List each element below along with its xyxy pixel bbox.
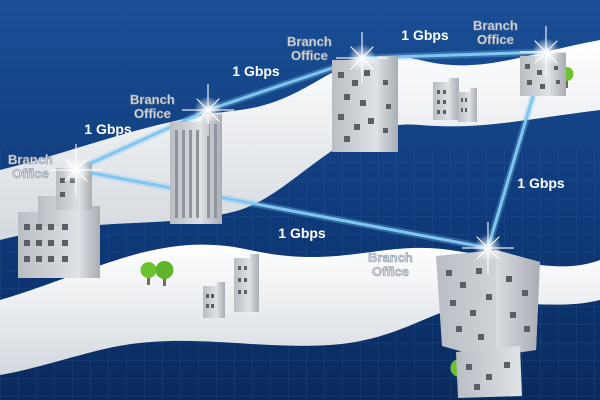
tree-icon [155, 261, 174, 286]
office-label-line1: Branch [473, 18, 518, 33]
office-label-line2: Office [291, 48, 328, 63]
small-building-icon [458, 88, 477, 122]
node-flare-icon [520, 26, 572, 78]
office-label-line1: Branch [368, 250, 413, 265]
link-label-5: 1 Gbps [278, 225, 326, 241]
office-label-line1: Branch [130, 92, 175, 107]
office-label-line2: Office [372, 264, 409, 279]
office-label-line2: Office [12, 166, 49, 181]
office-label-line1: Branch [287, 34, 332, 49]
link-line-1 [74, 108, 210, 172]
link-label-3: 1 Gbps [401, 27, 449, 43]
node-flares [50, 26, 572, 274]
link-label-1: 1 Gbps [84, 121, 132, 137]
office-building-5 [436, 250, 540, 398]
node-flare-icon [182, 84, 234, 136]
small-building-icon [203, 282, 225, 318]
office-building-3 [332, 56, 398, 152]
node-flare-icon [336, 32, 388, 84]
small-building-icon [433, 78, 459, 120]
office-building-2 [170, 114, 222, 224]
node-flare-icon [50, 144, 102, 196]
tree-icon [140, 262, 157, 285]
node-flare-icon [462, 222, 514, 274]
link-label-4: 1 Gbps [517, 175, 565, 191]
link-labels: 1 Gbps 1 Gbps 1 Gbps 1 Gbps 1 Gbps [84, 27, 565, 241]
links [72, 48, 550, 252]
small-buildings [203, 78, 477, 318]
small-building-icon [234, 254, 259, 312]
link-label-2: 1 Gbps [232, 63, 280, 79]
office-label-line2: Office [477, 32, 514, 47]
office-label-line2: Office [134, 106, 171, 121]
link-line-5 [74, 168, 490, 250]
office-label-line1: Branch [8, 152, 53, 167]
